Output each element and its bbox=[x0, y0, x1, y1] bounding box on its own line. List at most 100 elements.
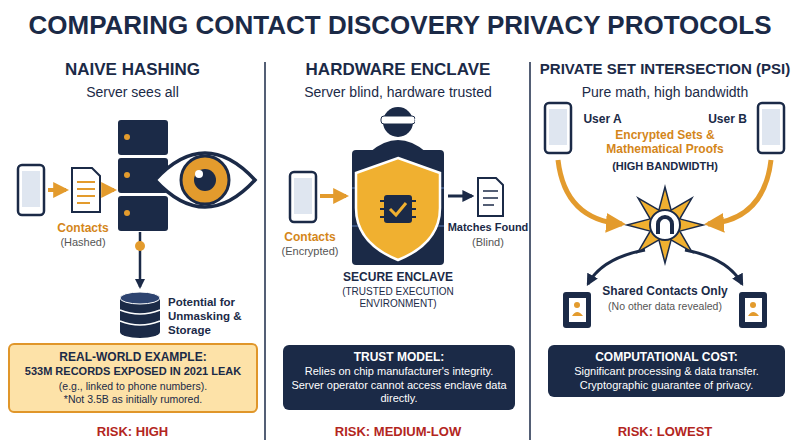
column-heading: PRIVATE SET INTERSECTION (PSI) bbox=[532, 60, 798, 78]
flow-note: (HIGH BANDWIDTH) bbox=[590, 160, 740, 173]
database-icon bbox=[120, 310, 160, 325]
document-icon bbox=[478, 178, 503, 216]
enclave-shield bbox=[356, 158, 440, 260]
flow-caption: Encrypted Sets & Mathematical Proofs bbox=[590, 128, 740, 157]
enclave-shield bbox=[384, 195, 412, 223]
user-label: User A bbox=[575, 112, 630, 126]
icon-caption: Contacts bbox=[270, 230, 350, 244]
phone-icon bbox=[545, 103, 571, 153]
column-subtitle: Pure math, high bandwidth bbox=[532, 84, 798, 101]
eye-icon bbox=[155, 153, 255, 207]
contact-book bbox=[569, 298, 586, 322]
phone-icon bbox=[290, 172, 316, 222]
box-body: (e.g., linked to phone numbers). bbox=[18, 380, 248, 393]
document-icon bbox=[77, 202, 90, 204]
component-name: SECURE ENCLAVE bbox=[333, 270, 463, 284]
page-title: COMPARING CONTACT DISCOVERY PRIVACY PROT… bbox=[5, 10, 795, 41]
column-heading: HARDWARE ENCLAVE bbox=[270, 60, 526, 80]
server-stack bbox=[124, 210, 130, 216]
leak-line bbox=[135, 241, 145, 251]
flow-arrow bbox=[48, 188, 66, 192]
intersection-star bbox=[627, 187, 703, 263]
eye-icon bbox=[194, 169, 216, 191]
box-heading: TRUST MODEL: bbox=[291, 350, 507, 364]
component-note: (TRUSTED EXECUTION ENVIRONMENT) bbox=[318, 286, 478, 310]
risk-note: Potential for Unmasking & Storage bbox=[168, 296, 262, 337]
phone-icon bbox=[290, 172, 316, 222]
column-divider bbox=[529, 62, 531, 440]
contact-book bbox=[745, 298, 762, 322]
phone-icon bbox=[294, 178, 312, 214]
box-body: 533M RECORDS EXPOSED IN 2021 LEAK bbox=[18, 365, 248, 378]
contact-book bbox=[739, 292, 767, 328]
flow-arrow bbox=[104, 188, 114, 192]
enclave-shield bbox=[380, 201, 416, 217]
example-callout: REAL-WORLD EXAMPLE:533M RECORDS EXPOSED … bbox=[8, 343, 258, 413]
document-icon bbox=[72, 168, 100, 212]
server-rack bbox=[352, 150, 444, 265]
phone-icon bbox=[762, 109, 780, 145]
enclave-shield bbox=[356, 158, 440, 260]
server-stack bbox=[118, 120, 168, 155]
blindfolded-person bbox=[381, 116, 415, 124]
server-stack bbox=[124, 134, 130, 140]
eye-icon bbox=[195, 170, 203, 178]
phone-icon bbox=[18, 165, 44, 215]
column-divider bbox=[264, 62, 266, 440]
eye-icon bbox=[181, 156, 229, 204]
blindfolded-person bbox=[415, 114, 426, 127]
database-icon bbox=[120, 292, 160, 304]
document-icon bbox=[483, 204, 494, 206]
result-note: (No other data revealed) bbox=[598, 300, 732, 313]
flow-arrow bbox=[320, 196, 472, 197]
icon-caption: Matches Found bbox=[447, 221, 529, 234]
contact-book bbox=[748, 312, 759, 316]
icon-caption: Contacts bbox=[50, 221, 116, 235]
icon-note: (Blind) bbox=[447, 236, 529, 249]
risk-rating: RISK: LOWEST bbox=[532, 424, 798, 440]
column-divider bbox=[265, 62, 530, 440]
risk-rating: RISK: MEDIUM-LOW bbox=[270, 424, 526, 440]
document-icon bbox=[483, 197, 498, 199]
column-subtitle: Server blind, hardware trusted bbox=[270, 84, 526, 101]
enclave-shield bbox=[390, 203, 406, 215]
phone-icon bbox=[758, 103, 784, 153]
contact-book bbox=[563, 292, 591, 328]
intersection-star bbox=[658, 217, 672, 234]
document-icon bbox=[77, 188, 95, 190]
intersection-star bbox=[627, 187, 703, 263]
box-heading: COMPUTATIONAL COST: bbox=[556, 350, 777, 364]
contact-book bbox=[574, 302, 580, 308]
user-label: User B bbox=[700, 112, 755, 126]
box-body: *Not 3.5B as initially rumored. bbox=[18, 393, 248, 406]
exchange-arrow bbox=[588, 250, 645, 284]
document-icon bbox=[483, 190, 498, 192]
phone-icon bbox=[22, 171, 40, 207]
phone-icon bbox=[549, 109, 567, 145]
contact-book bbox=[750, 302, 756, 308]
leak-line bbox=[139, 232, 142, 287]
leak-line bbox=[135, 232, 145, 287]
blindfolded-person bbox=[370, 107, 426, 152]
icon-note: (Hashed) bbox=[50, 236, 116, 249]
exchange-arrow bbox=[685, 250, 742, 284]
flow-arrow bbox=[320, 194, 346, 198]
box-body: Significant processing & data transfer. … bbox=[556, 365, 777, 391]
server-stack bbox=[124, 172, 130, 178]
box-heading: REAL-WORLD EXAMPLE: bbox=[18, 350, 248, 364]
icon-note: (Encrypted) bbox=[270, 245, 350, 258]
risk-rating: RISK: HIGH bbox=[5, 424, 260, 440]
result-caption: Shared Contacts Only bbox=[598, 284, 732, 298]
database-icon bbox=[120, 326, 160, 338]
column-heading: NAIVE HASHING bbox=[5, 60, 260, 80]
server-rack bbox=[352, 150, 444, 265]
phone-icon bbox=[18, 165, 44, 215]
info-panel: COMPUTATIONAL COST:Significant processin… bbox=[548, 345, 785, 397]
database-icon bbox=[120, 292, 160, 338]
document-icon bbox=[77, 195, 95, 197]
column-subtitle: Server sees all bbox=[5, 84, 260, 101]
contact-book bbox=[572, 312, 583, 316]
eye-icon bbox=[155, 153, 255, 207]
exchange-arrow bbox=[558, 160, 771, 284]
